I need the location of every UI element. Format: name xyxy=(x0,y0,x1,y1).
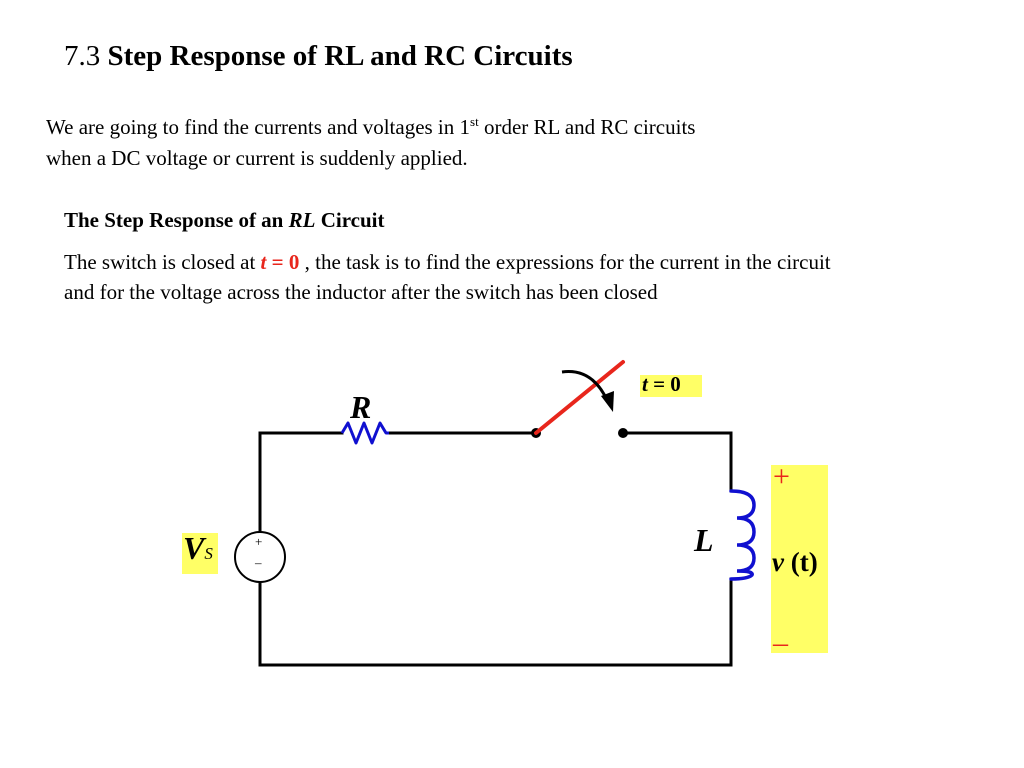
inductor-label: L xyxy=(694,522,714,558)
intro-text-a: We are going to find the currents and vo… xyxy=(46,115,471,139)
source-label-main: V xyxy=(183,530,205,566)
intro-line-2: when a DC voltage or current is suddenly… xyxy=(46,146,468,170)
wire-bottom xyxy=(258,577,733,667)
intro-text-b: order RL and RC circuits xyxy=(478,115,696,139)
voltage-plus-sign: + xyxy=(773,460,790,493)
switch-time-rest: = 0 xyxy=(647,372,681,396)
subheading: The Step Response of an RL Circuit xyxy=(64,206,385,234)
source-label: VS xyxy=(183,530,213,567)
switch-blade xyxy=(534,360,625,435)
source-label-subscript: S xyxy=(204,544,213,563)
section-number: 7.3 xyxy=(64,40,101,72)
switch-time-equation: t = 0 xyxy=(261,250,300,274)
equation-rest: = 0 xyxy=(266,250,300,274)
switch-arrowhead xyxy=(601,391,614,412)
resistor-symbol xyxy=(340,421,389,445)
section-title: Step Response of RL and RC Circuits xyxy=(107,40,573,72)
description-text-a: The switch is closed at xyxy=(64,250,261,274)
voltage-label-variable: v xyxy=(772,547,784,577)
source-minus-sign: – xyxy=(255,555,262,570)
description-paragraph: The switch is closed at t = 0 , the task… xyxy=(64,247,831,307)
intro-superscript: st xyxy=(470,114,479,129)
description-text-b: , the task is to find the expressions fo… xyxy=(299,250,831,274)
subheading-suffix: Circuit xyxy=(315,208,385,232)
inductor-symbol xyxy=(729,489,756,581)
switch-label-highlight xyxy=(640,375,702,397)
description-line-1: The switch is closed at t = 0 , the task… xyxy=(64,247,831,277)
intro-line-1: We are going to find the currents and vo… xyxy=(46,112,695,143)
equation-variable: t xyxy=(260,250,267,274)
voltage-minus-sign: – xyxy=(773,626,788,659)
page-title: 7.3 Step Response of RL and RC Circuits xyxy=(64,38,573,74)
subheading-italic: RL xyxy=(288,208,316,232)
subheading-prefix: The Step Response of an xyxy=(64,208,289,232)
wire-switch-inductor xyxy=(621,431,733,493)
switch-time-variable: t xyxy=(642,372,648,396)
switch-time-label: t = 0 xyxy=(642,372,681,397)
voltage-label: v (t) xyxy=(772,547,818,578)
description-line-2: and for the voltage across the inductor … xyxy=(64,280,658,304)
wire-left-top xyxy=(258,431,344,534)
switch-right-terminal xyxy=(618,428,628,438)
intro-paragraph: We are going to find the currents and vo… xyxy=(46,112,695,174)
voltage-label-highlight xyxy=(771,465,828,653)
resistor-label: R xyxy=(350,389,372,425)
source-plus-sign: + xyxy=(255,534,263,549)
source-label-highlight xyxy=(182,533,218,574)
voltage-source-symbol xyxy=(234,531,286,583)
voltage-label-rest: (t) xyxy=(783,547,818,577)
